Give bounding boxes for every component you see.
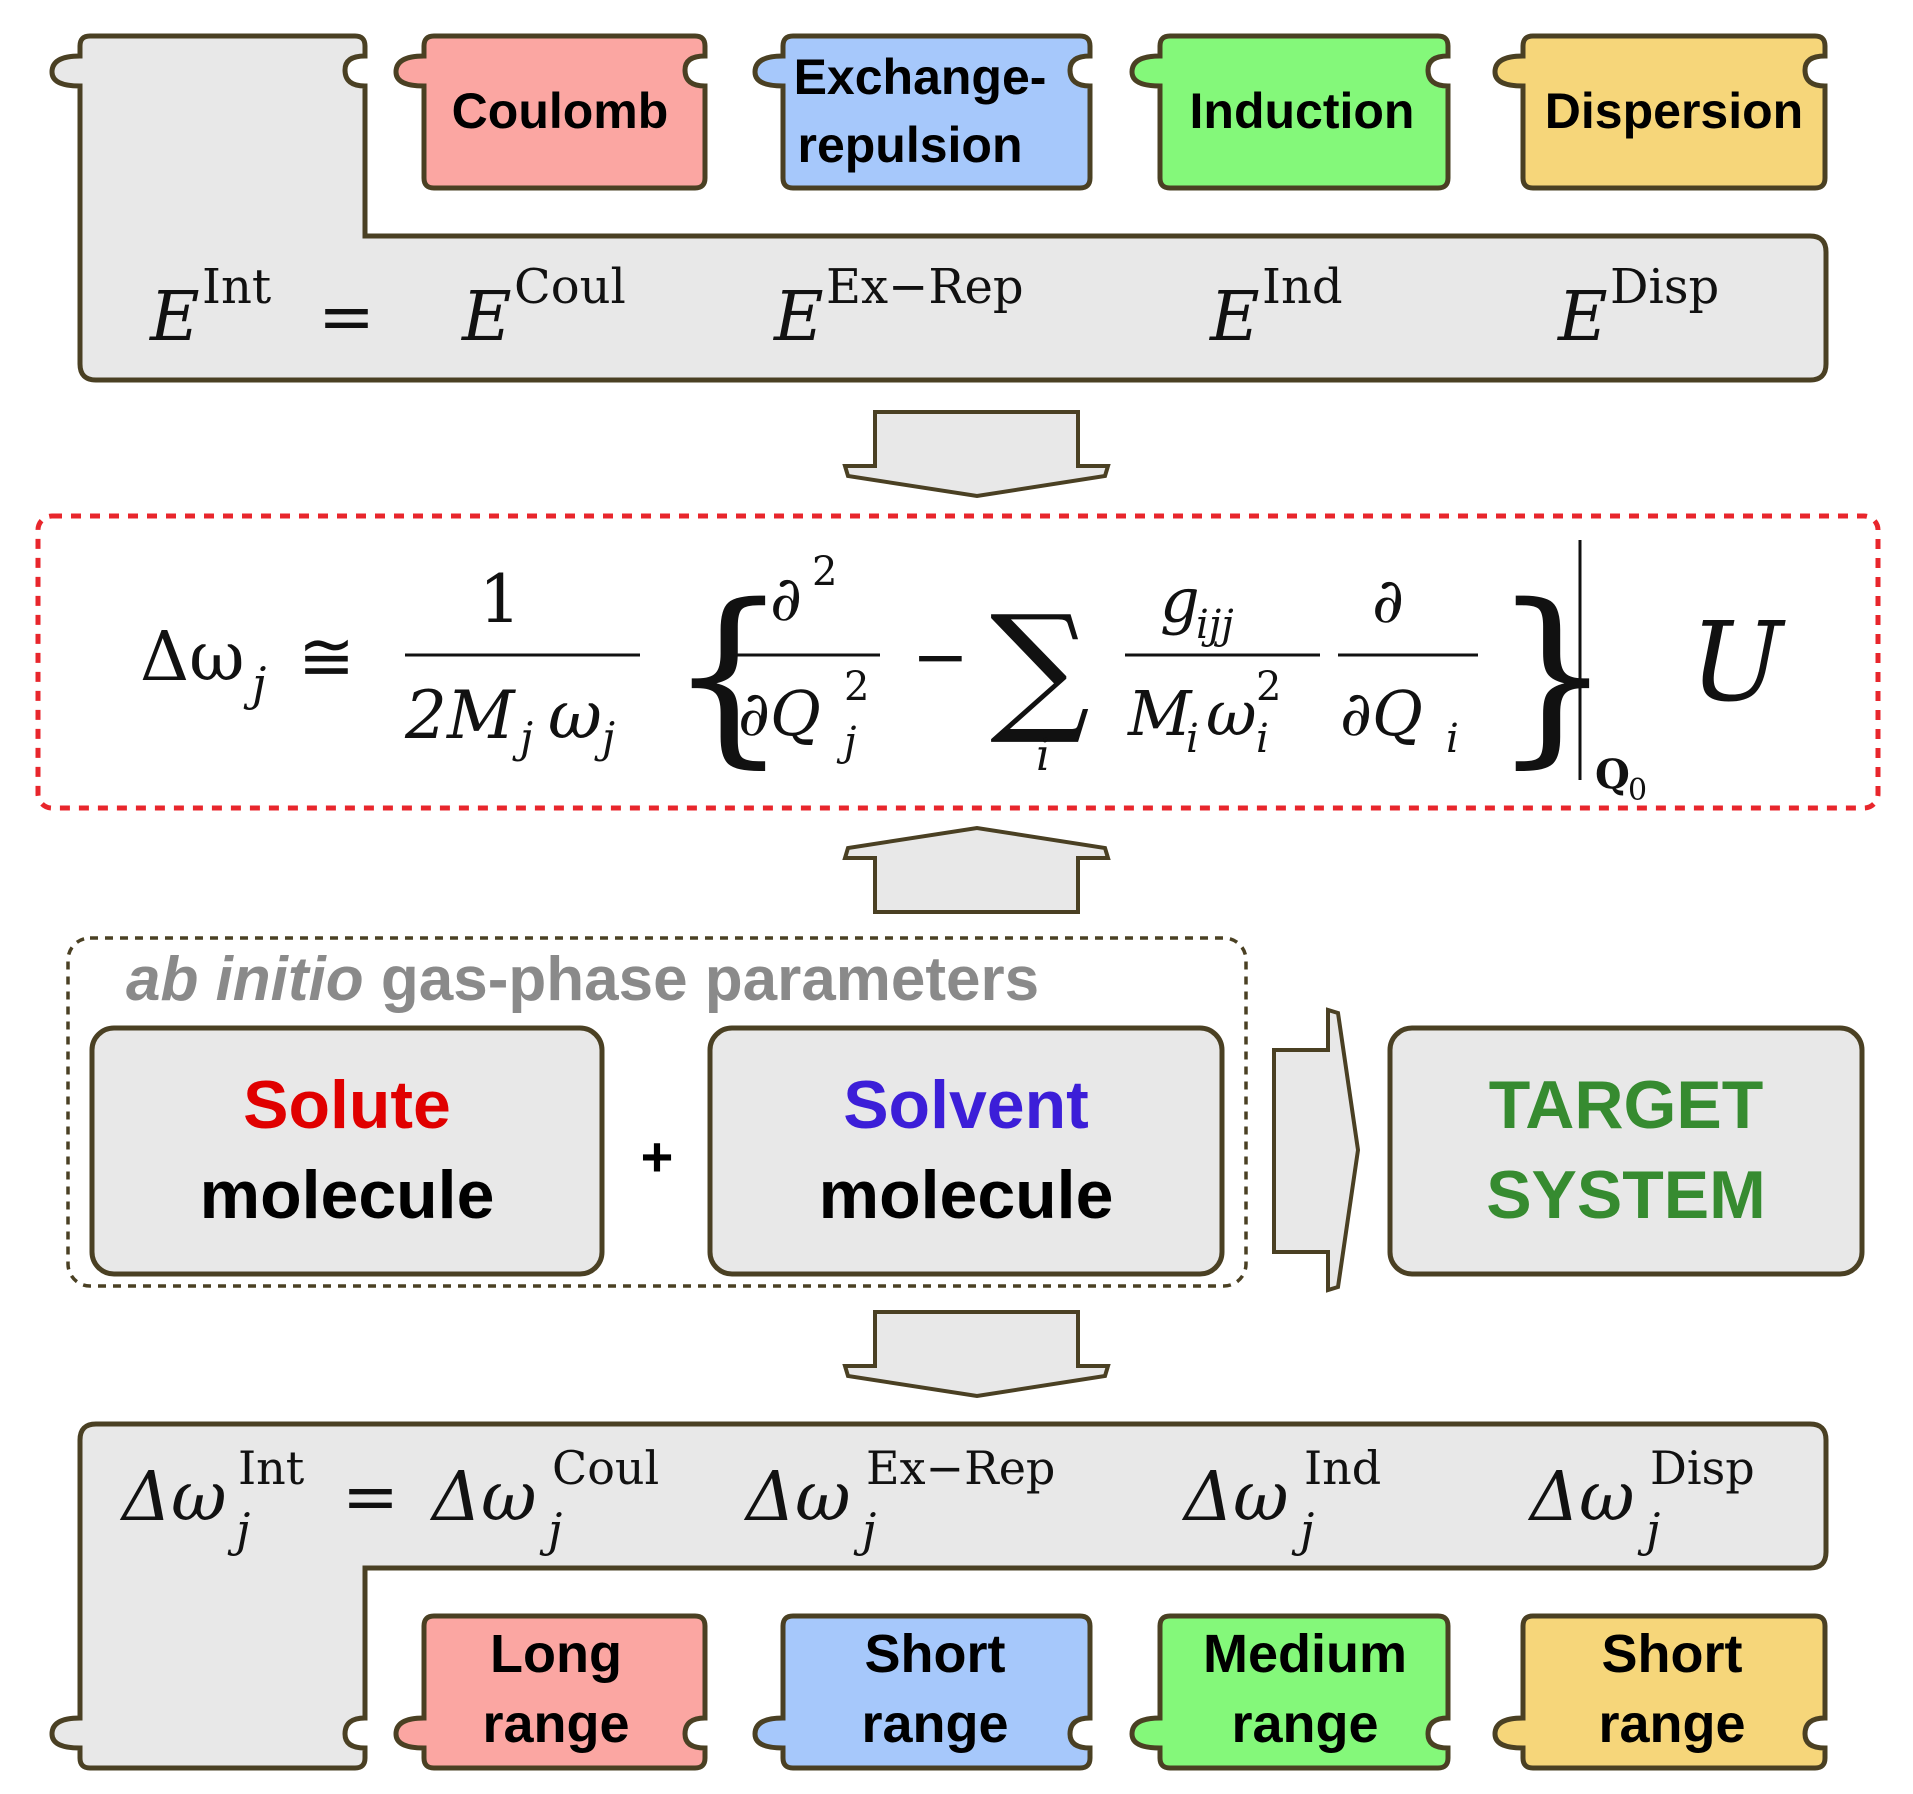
beq-equals: = xyxy=(342,1458,399,1537)
frac1-denominator: 2M xyxy=(404,677,516,754)
parameters-title-rest: gas-phase parameters xyxy=(364,945,1039,1014)
potential-energy-U: U xyxy=(1690,598,1786,726)
formula-left-brace: { xyxy=(668,564,789,785)
frac3-den2-sub: i xyxy=(1256,716,1269,762)
induction-tab xyxy=(1129,33,1451,191)
frac3-num-sub: ijj xyxy=(1196,602,1234,648)
arrow-down-bottom xyxy=(842,1310,1111,1399)
long-range-tab xyxy=(393,1613,708,1771)
parameters-title: ab initio gas-phase parameters xyxy=(126,945,1039,1014)
exchange-label-line1: Exchange- xyxy=(794,49,1047,105)
coulomb-tab xyxy=(393,33,708,191)
beq-lhs-sup: Int xyxy=(238,1441,305,1495)
medium-range-tab xyxy=(1129,1613,1451,1771)
solute-molecule-label: molecule xyxy=(200,1157,495,1233)
frac3-numerator: g xyxy=(1160,564,1200,637)
frac2-den-sup: 2 xyxy=(844,664,869,710)
arrow-up-middle xyxy=(842,825,1111,914)
dispersion-label: Dispersion xyxy=(1545,83,1803,139)
eq-term-exrep: E xyxy=(772,278,824,357)
eq-term-ind: E xyxy=(1208,278,1260,357)
formula-approx: ≅ xyxy=(298,618,355,697)
frac1-denominator-omega: ω xyxy=(548,677,602,754)
short-range-exchange-label-2: range xyxy=(861,1694,1008,1754)
formula-lhs: Δω xyxy=(140,618,245,697)
frac3-denominator-omega: ω xyxy=(1206,677,1257,750)
parameters-title-italic: ab initio xyxy=(126,945,364,1014)
short-range-tab-dispersion xyxy=(1492,1613,1828,1771)
frac2-denominator: ∂Q xyxy=(738,677,821,750)
frac2-numerator: ∂ xyxy=(770,562,802,635)
frac2-num-sup: 2 xyxy=(812,549,837,595)
short-range-dispersion-label-1: Short xyxy=(1602,1624,1743,1684)
formula-right-brace: } xyxy=(1492,564,1613,785)
frac3-den2-sup: 2 xyxy=(1256,664,1281,710)
frequency-shift-formula-box xyxy=(35,513,1881,811)
eq-equals: = xyxy=(318,278,375,357)
frequency-shift-decomposition-equation: Δω Int j = Δω Coul j Δω Ex−Rep j Δω Ind … xyxy=(119,1441,1755,1557)
target-system-box xyxy=(1387,1025,1865,1277)
exchange-repulsion-tab xyxy=(752,33,1093,191)
frequency-shift-formula: Δω j ≅ 1 2M j ω j { ∂ 2 ∂Q 2 j − ∑ i g i… xyxy=(140,540,1786,808)
eq-term-disp-sup: Disp xyxy=(1610,259,1719,315)
evaluation-point: Q xyxy=(1595,751,1630,798)
dispersion-tab xyxy=(1492,33,1828,191)
frac3-den-sub: i xyxy=(1186,716,1199,762)
beq-term-exrep: Δω xyxy=(743,1458,851,1537)
medium-range-label-1: Medium xyxy=(1203,1624,1407,1684)
long-range-label-2: range xyxy=(482,1694,629,1754)
short-range-exchange-label-1: Short xyxy=(865,1624,1006,1684)
beq-term-disp-sup: Disp xyxy=(1650,1441,1755,1495)
coulomb-label: Coulomb xyxy=(452,83,669,139)
induction-label: Induction xyxy=(1190,83,1415,139)
beq-term-ind: Δω xyxy=(1181,1458,1289,1537)
frac4-denominator: ∂Q xyxy=(1340,677,1423,750)
interaction-energy-equation: E Int = E Coul E Ex−Rep E Ind E Disp xyxy=(148,259,1719,357)
frac1-numerator: 1 xyxy=(479,561,521,638)
beq-lhs: Δω xyxy=(119,1458,227,1537)
short-range-dispersion-label-2: range xyxy=(1598,1694,1745,1754)
exchange-label-line2: repulsion xyxy=(797,117,1022,173)
solvent-molecule-box xyxy=(707,1025,1225,1277)
beq-term-coul-sup: Coul xyxy=(552,1441,659,1495)
solute-molecule-box xyxy=(89,1025,605,1277)
plus-sign: + xyxy=(641,1125,674,1188)
eq-lhs: E xyxy=(148,278,200,357)
arrow-right xyxy=(1272,1007,1361,1293)
frac4-numerator: ∂ xyxy=(1372,564,1404,637)
frac3-denominator: M xyxy=(1127,677,1193,750)
target-label-line2: SYSTEM xyxy=(1486,1157,1766,1233)
solvent-label: Solvent xyxy=(843,1067,1089,1143)
long-range-label-1: Long xyxy=(490,1624,622,1684)
eq-term-coul: E xyxy=(460,278,512,357)
beq-term-exrep-sup: Ex−Rep xyxy=(866,1441,1055,1495)
eq-term-disp: E xyxy=(1556,278,1608,357)
target-label-line1: TARGET xyxy=(1489,1067,1764,1143)
beq-term-disp: Δω xyxy=(1527,1458,1635,1537)
beq-term-coul: Δω xyxy=(429,1458,537,1537)
medium-range-label-2: range xyxy=(1231,1694,1378,1754)
bottom-frequency-shift-panel xyxy=(49,1421,1829,1771)
formula-sum-index: i xyxy=(1036,730,1050,781)
eq-term-exrep-sup: Ex−Rep xyxy=(826,259,1024,315)
short-range-tab-exchange xyxy=(752,1613,1093,1771)
arrow-down-top xyxy=(842,410,1111,499)
solute-label: Solute xyxy=(243,1067,451,1143)
top-interaction-panel xyxy=(49,33,1829,383)
beq-term-ind-sup: Ind xyxy=(1304,1441,1381,1495)
eq-term-ind-sup: Ind xyxy=(1262,259,1343,315)
frac4-den-sub: i xyxy=(1446,716,1459,762)
eq-term-coul-sup: Coul xyxy=(514,259,626,315)
eq-lhs-sup: Int xyxy=(202,259,271,315)
formula-minus: − xyxy=(912,618,969,697)
solvent-molecule-label: molecule xyxy=(819,1157,1114,1233)
evaluation-point-sub: 0 xyxy=(1628,773,1647,808)
formula-sum: ∑ xyxy=(990,586,1090,749)
